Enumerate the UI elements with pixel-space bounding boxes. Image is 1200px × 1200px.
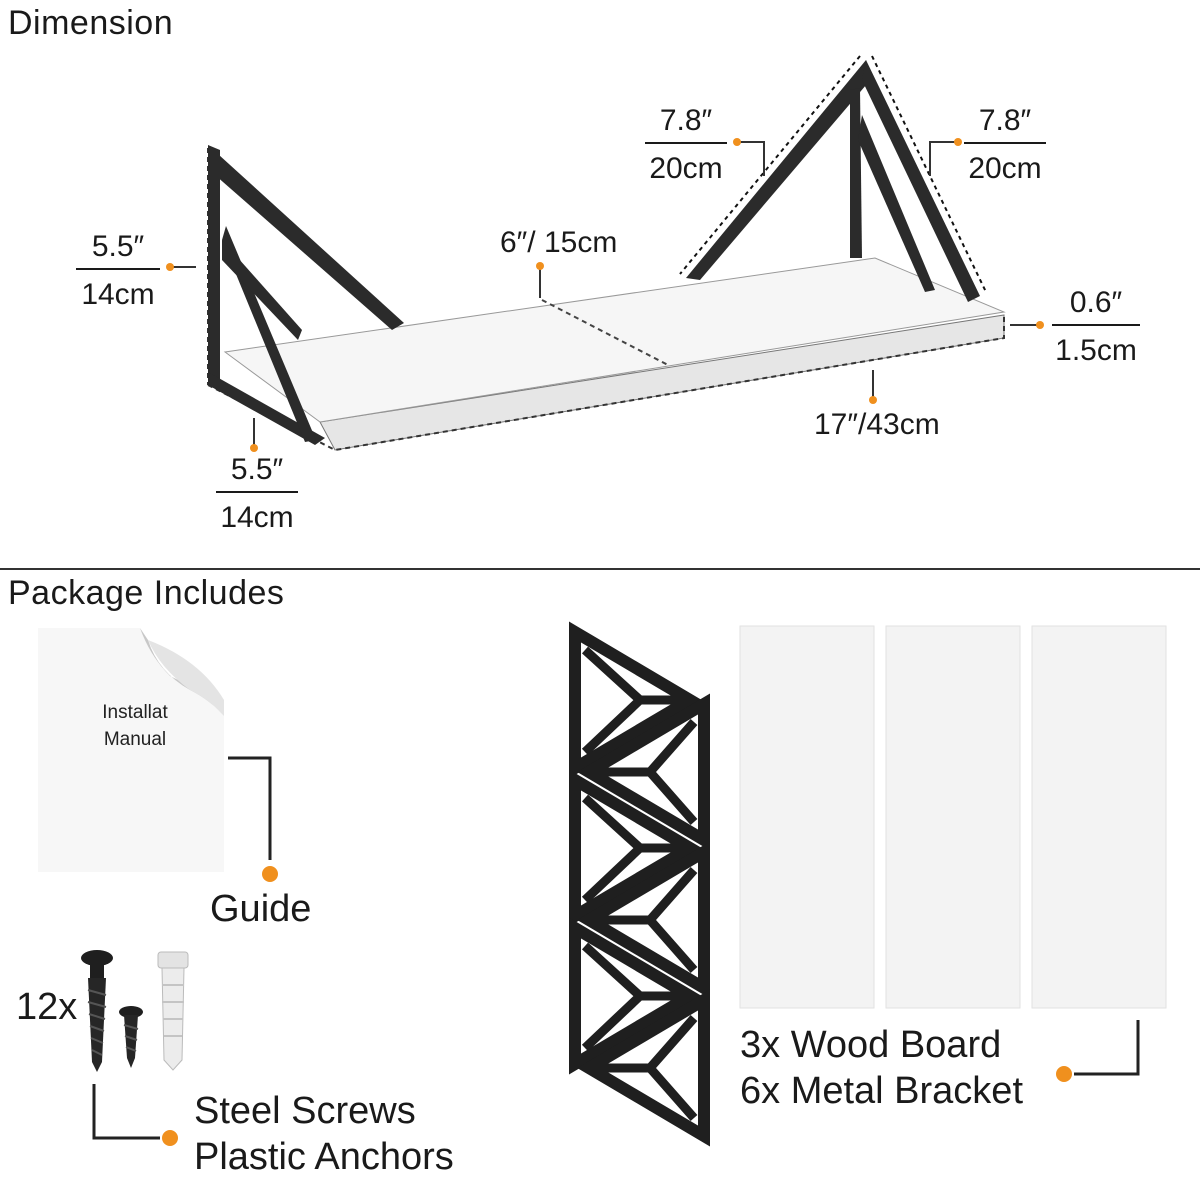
dimension-dots xyxy=(166,138,1044,452)
hardware-label-line1: Steel Screws xyxy=(194,1090,416,1132)
hardware-label-line2: Plastic Anchors xyxy=(194,1136,454,1179)
board-thickness-label: 0.6″1.5cm xyxy=(1052,288,1140,366)
boards-label-line2: 6x Metal Bracket xyxy=(740,1070,1023,1113)
guide-label: Guide xyxy=(210,888,312,930)
bracket-side-right-label: 7.8″20cm xyxy=(964,106,1046,184)
wood-board-1 xyxy=(739,625,875,1009)
shelf-illustration xyxy=(166,55,1044,452)
plastic-anchor-icon xyxy=(157,951,189,1071)
boards-label-line1: 3x Wood Board xyxy=(740,1024,1002,1066)
wood-board-3 xyxy=(1031,625,1167,1009)
board-depth-label: 6″/ 15cm xyxy=(500,226,618,259)
manual-cover-line1: Installat xyxy=(102,702,168,723)
manual-cover-line2: Manual xyxy=(103,728,167,750)
long-screw-icon xyxy=(81,950,113,1072)
short-screw-icon xyxy=(119,1006,143,1068)
hardware-label: Steel Screws Plastic Anchors xyxy=(194,1088,454,1181)
package-section-title: Package Includes xyxy=(8,574,285,612)
hardware-illustration xyxy=(81,950,189,1146)
bracket-depth-left-label: 5.5″14cm xyxy=(216,455,298,533)
bracket-side-left-label: 7.8″20cm xyxy=(645,106,727,184)
manual-illustration xyxy=(38,628,278,882)
boards-brackets-label: 3x Wood Board 6x Metal Bracket xyxy=(740,1022,1023,1115)
wood-boards xyxy=(739,625,1167,1082)
dimension-leaders xyxy=(170,141,1040,448)
metal-brackets-stack xyxy=(569,621,710,1147)
dimension-section-title: Dimension xyxy=(8,4,174,42)
board-length-label: 17″/43cm xyxy=(814,408,940,441)
wood-board-2 xyxy=(885,625,1021,1009)
hardware-count: 12x xyxy=(16,986,78,1028)
left-bracket xyxy=(208,145,404,445)
section-divider xyxy=(0,568,1200,570)
bracket-height-left-label: 5.5″14cm xyxy=(76,232,160,310)
manual-cover-text: Installat Manual xyxy=(70,700,200,753)
right-bracket xyxy=(679,55,987,302)
